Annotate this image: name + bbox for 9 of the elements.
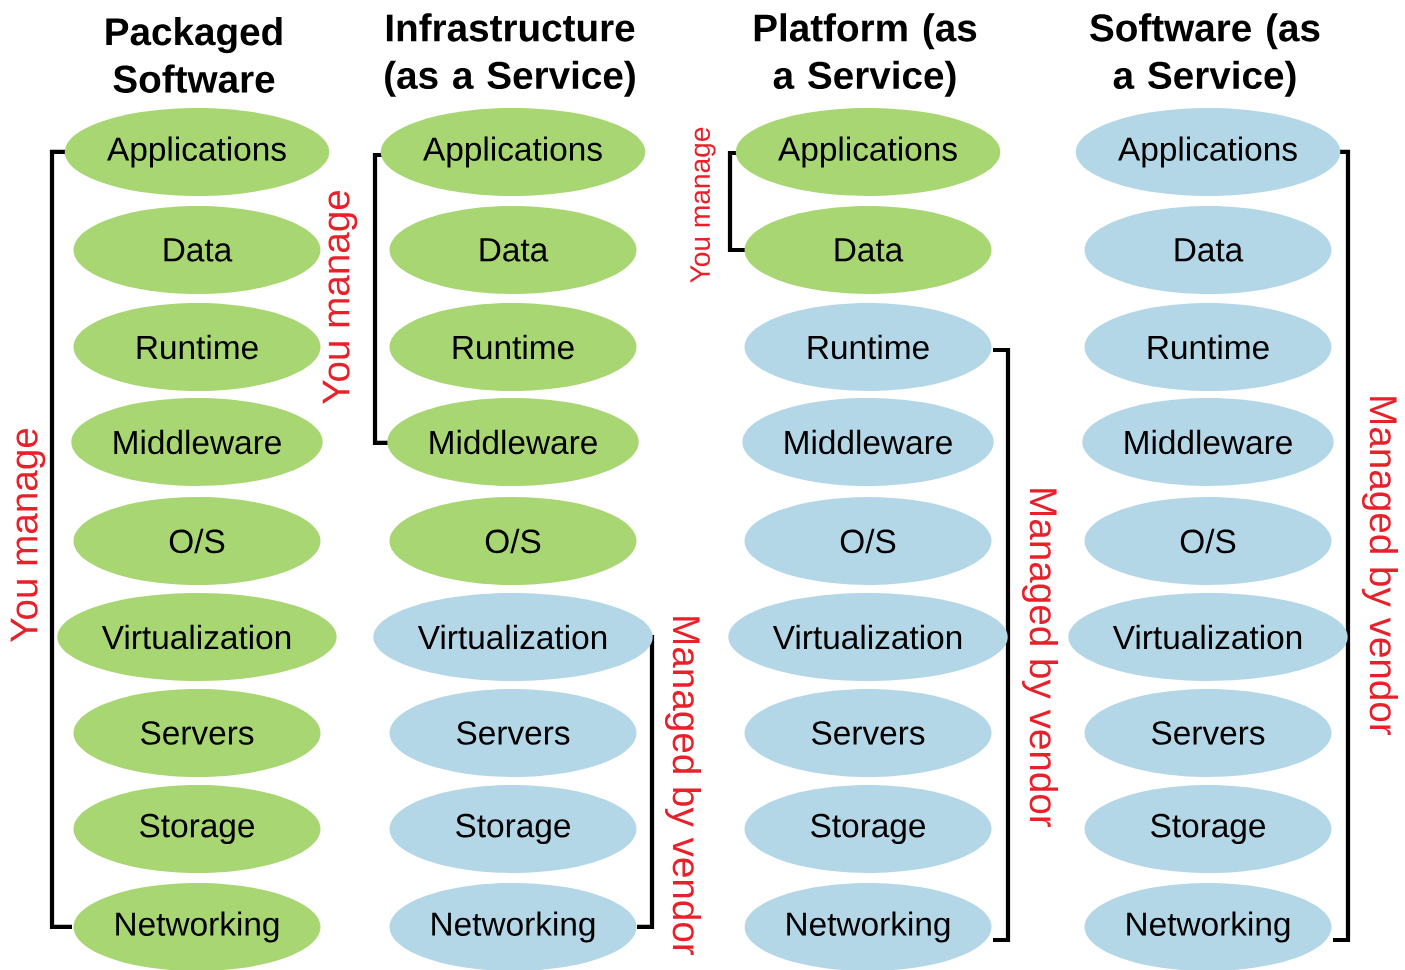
- column-heading: Infrastructure (as a Service): [385, 13, 635, 97]
- bracket-label: You manage: [690, 127, 716, 283]
- bracket-label: Managed by vendor: [1362, 397, 1398, 736]
- column-heading: Packaged Software: [106, 17, 282, 93]
- bracket-label: You manage: [10, 428, 46, 642]
- bracket-label: Managed by vendor: [665, 617, 701, 956]
- column-heading: Software (as a Service): [1090, 13, 1320, 97]
- column-heading: Platform (as a Service): [754, 13, 977, 97]
- bracket-label: Managed by vendor: [1022, 489, 1058, 828]
